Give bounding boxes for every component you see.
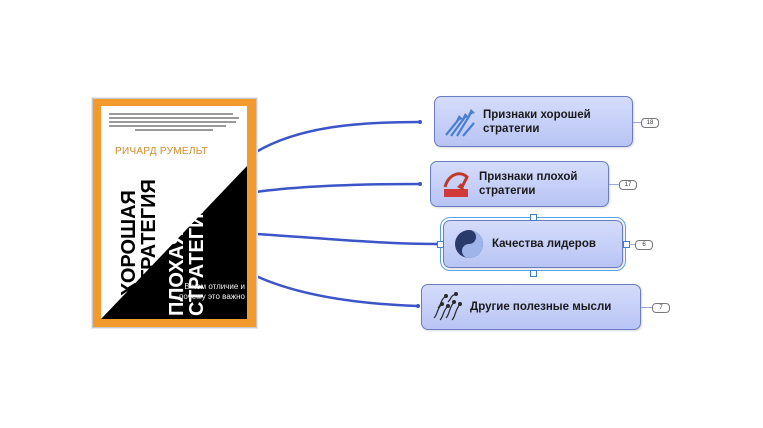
badge-connector: [633, 122, 641, 123]
topic-leader-qualities[interactable]: Качества лидеров: [440, 217, 626, 271]
resize-handle-bottom[interactable]: [530, 270, 537, 277]
book-cover[interactable]: РИЧАРД РУМЕЛЬТ ХОРОШАЯ СТРАТЕГИЯ ПЛОХАЯ …: [92, 98, 257, 328]
connector-3: [255, 232, 439, 246]
count-badge[interactable]: 7: [652, 303, 670, 313]
sperm-arrows-icon: [433, 292, 462, 321]
cover-blurb: [109, 111, 239, 135]
topic-bad-strategy[interactable]: Признаки плохой стратегии: [430, 161, 609, 207]
book-subtitle: В чем отличие и почему это важно: [178, 282, 245, 301]
topic-good-strategy[interactable]: Признаки хорошей стратегии: [434, 96, 633, 147]
title-good-line-2: СТРАТЕГИЯ: [138, 179, 160, 296]
title-good-line-1: ХОРОШАЯ: [118, 190, 140, 296]
book-cover-inner: РИЧАРД РУМЕЛЬТ ХОРОШАЯ СТРАТЕГИЯ ПЛОХАЯ …: [101, 106, 247, 319]
badge-connector: [629, 244, 635, 245]
falling-arrow-icon: [443, 172, 469, 197]
cover-black-triangle: [101, 166, 247, 319]
book-title-good: ХОРОШАЯ СТРАТЕГИЯ: [118, 146, 160, 296]
badge-connector: [609, 184, 619, 185]
connector-4: [255, 274, 419, 308]
connector-1: [255, 120, 421, 154]
topic-label: Качества лидеров: [492, 238, 596, 250]
count-badge[interactable]: 18: [641, 118, 659, 128]
book-author: РИЧАРД РУМЕЛЬТ: [115, 146, 208, 157]
topic-label: Другие полезные мысли: [470, 301, 612, 313]
rising-arrows-icon: [445, 108, 475, 137]
resize-handle-top[interactable]: [530, 214, 537, 221]
connector-dot-1: [418, 120, 422, 124]
resize-handle-left[interactable]: [437, 241, 444, 248]
connector-dot-4: [416, 304, 420, 308]
count-badge[interactable]: 17: [619, 180, 637, 190]
topic-label: Признаки хорошей стратегии: [483, 108, 591, 135]
count-badge[interactable]: 6: [635, 240, 653, 250]
connector-2: [255, 182, 421, 194]
connector-dot-2: [418, 182, 422, 186]
topic-label: Признаки плохой стратегии: [479, 171, 578, 197]
topic-other-thoughts[interactable]: Другие полезные мысли: [421, 284, 641, 330]
badge-connector: [641, 307, 652, 308]
yin-yang-icon: [455, 230, 483, 258]
